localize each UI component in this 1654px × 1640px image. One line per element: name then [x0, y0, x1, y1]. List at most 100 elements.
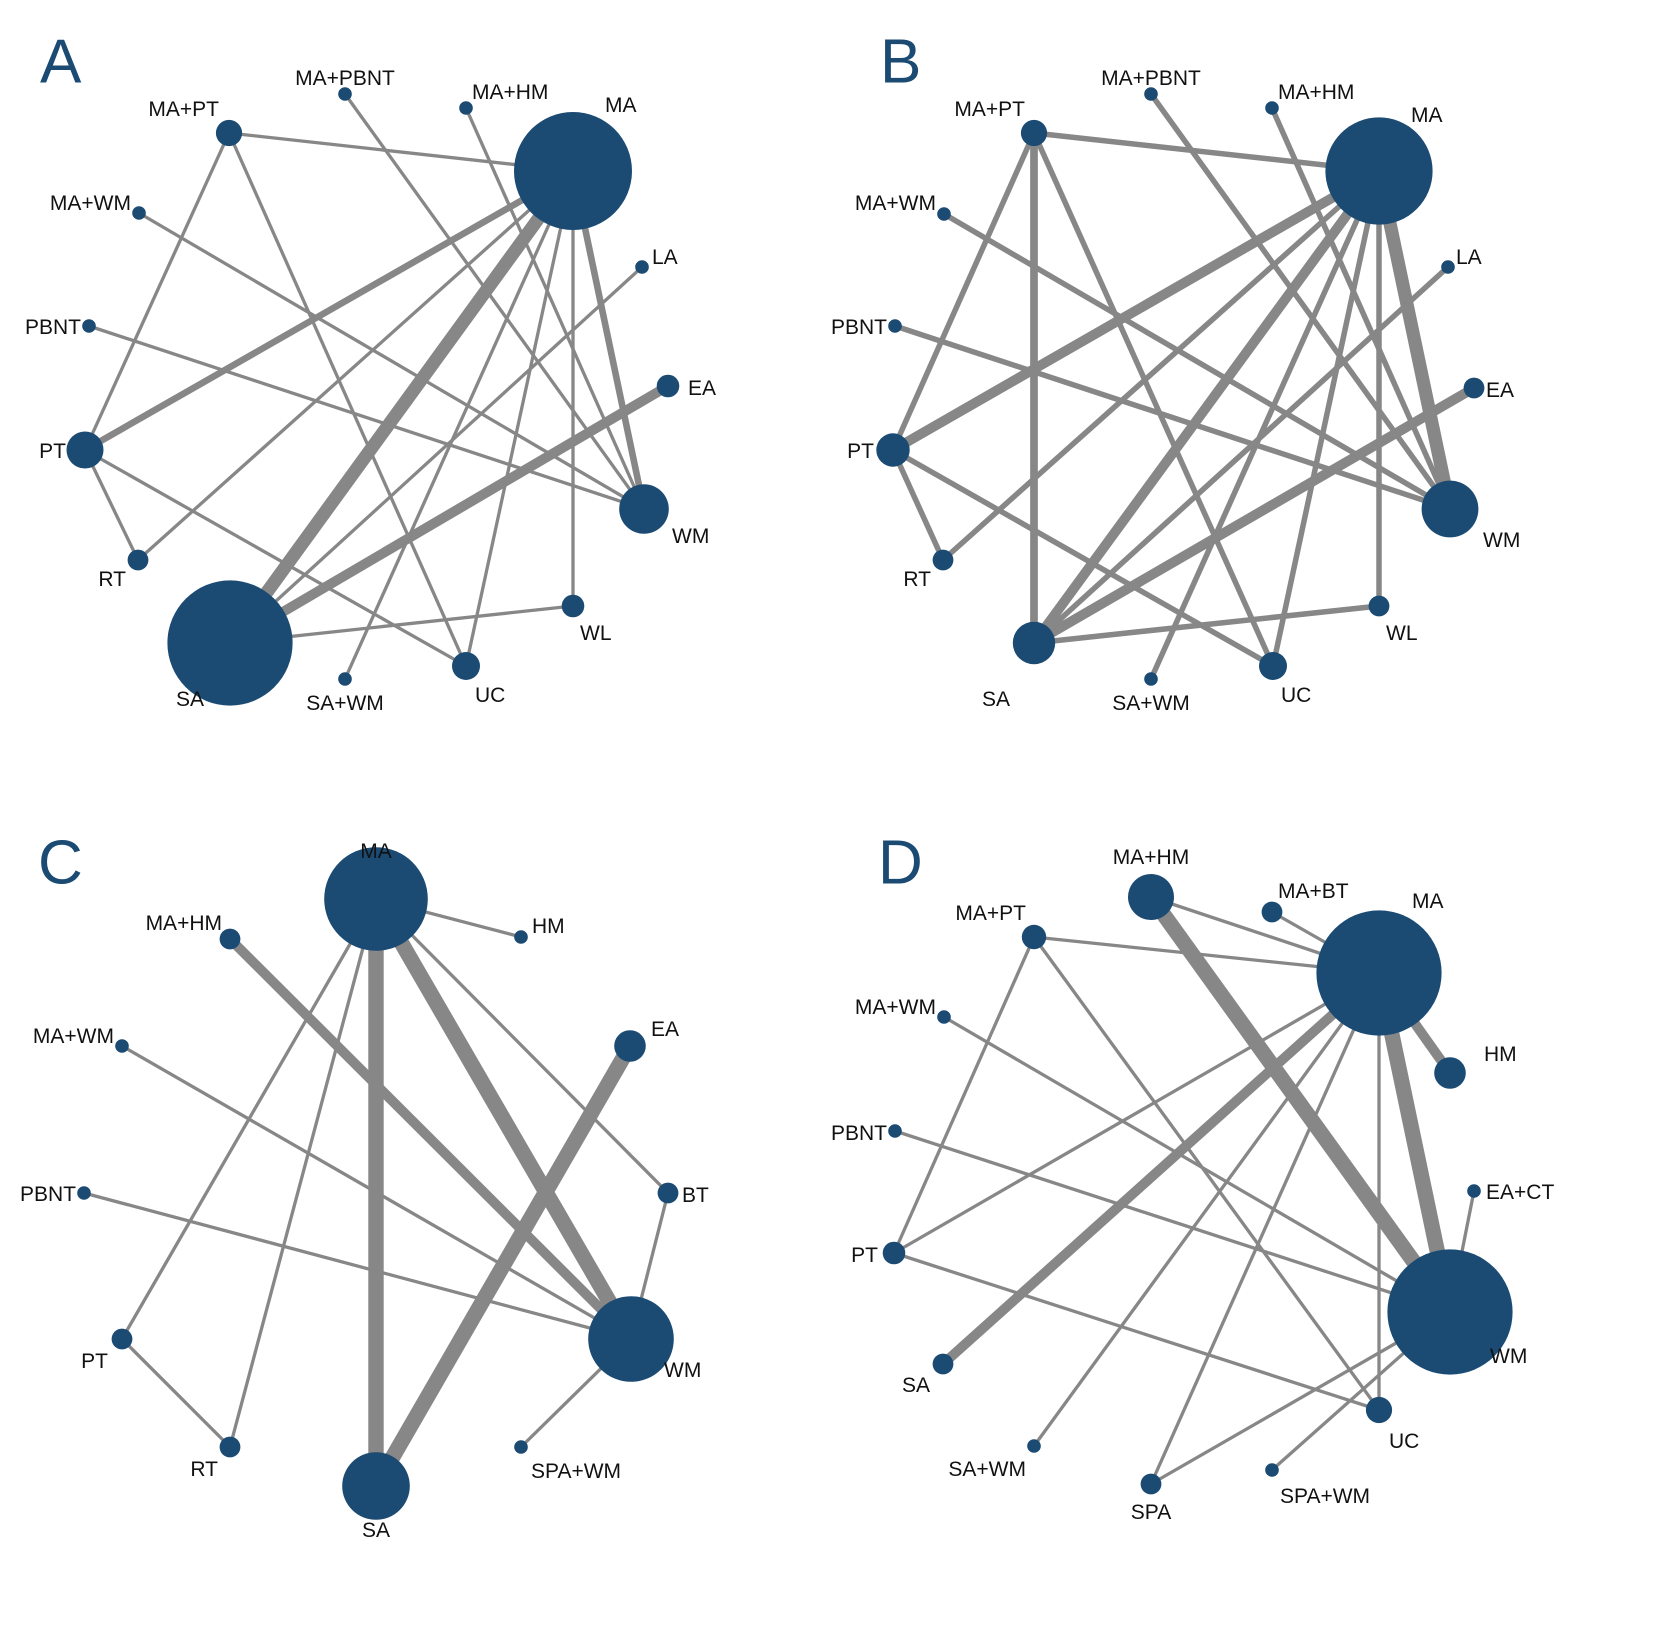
edge-ma-plus-wm-wm [942, 211, 1452, 512]
node-label-pt: PT [39, 440, 66, 463]
node-label-pbnt: PBNT [831, 1122, 887, 1145]
edge-ma-plus-pt-uc [1031, 131, 1276, 668]
node-label-ma-plus-wm: MA+WM [855, 996, 936, 1019]
nodes-d [882, 874, 1513, 1495]
node-ma-plus-pt [1021, 924, 1047, 950]
node-ma-plus-hm [1265, 101, 1279, 115]
node-label-hm: HM [1484, 1043, 1517, 1066]
node-label-ma: MA [605, 94, 637, 117]
node-label-wm: WM [1490, 1345, 1527, 1368]
node-uc [1259, 652, 1287, 680]
node-uc [452, 652, 480, 680]
node-ma [514, 112, 632, 230]
node-label-ea-plus-ct: EA+CT [1486, 1181, 1554, 1204]
node-pt [882, 1241, 906, 1265]
edges-c [83, 895, 670, 1490]
node-label-ma: MA [360, 840, 392, 863]
node-rt [932, 549, 954, 571]
node-label-pbnt: PBNT [25, 316, 81, 339]
node-spa [1140, 1473, 1162, 1495]
node-label-ma-plus-pbnt: MA+PBNT [1101, 67, 1201, 90]
edge-spa-ma [1149, 972, 1381, 1485]
node-label-ea: EA [688, 377, 716, 400]
edge-ma-plus-pt-pt [892, 936, 1036, 1254]
panel-letter-d: D [878, 829, 923, 898]
node-label-ma-plus-pt: MA+PT [148, 98, 219, 121]
node-sa [167, 580, 293, 706]
node-label-pt: PT [81, 1350, 108, 1373]
node-ma-plus-hm [1128, 874, 1174, 920]
node-sa-plus-wm [1144, 672, 1158, 686]
node-label-pt: PT [847, 440, 874, 463]
node-ma-plus-hm [219, 928, 241, 950]
node-label-spa-plus-wm: SPA+WM [1280, 1485, 1370, 1508]
node-ea [1463, 377, 1485, 399]
node-ma-plus-wm [937, 207, 951, 221]
node-label-ma-plus-hm: MA+HM [472, 81, 548, 104]
node-ma-plus-wm [937, 1010, 951, 1024]
node-label-ma-plus-pt: MA+PT [954, 98, 1025, 121]
edge-pt-uc [84, 448, 467, 668]
edge-ma-plus-hm-wm [1144, 892, 1457, 1317]
node-ea [656, 374, 680, 398]
node-label-spa-plus-wm: SPA+WM [531, 1460, 621, 1483]
node-label-uc: UC [475, 684, 505, 707]
node-label-ma: MA [1412, 890, 1444, 913]
node-label-hm: HM [532, 915, 565, 938]
edge-ma-bt [374, 897, 670, 1195]
node-label-ma-plus-pt: MA+PT [955, 902, 1026, 925]
node-ma-plus-pbnt [1144, 87, 1158, 101]
panel-d: DMAMA+BTMA+HMMA+PTMA+WMPBNTPTSASA+WMSPAS… [831, 829, 1554, 1525]
node-hm [514, 930, 528, 944]
edge-ma-pt [83, 168, 575, 453]
edge-pt-uc [891, 447, 1275, 669]
node-label-ma-plus-hm: MA+HM [1113, 846, 1189, 869]
node-ea [614, 1030, 646, 1062]
node-sa [932, 1353, 954, 1375]
edge-pbnt-wm [894, 323, 1451, 512]
edge-ma-plus-pt-uc [1032, 936, 1381, 1411]
panel-letter-a: A [40, 28, 82, 97]
edge-pt-rt [890, 448, 946, 562]
node-bt [657, 1182, 679, 1204]
node-ma-plus-wm [115, 1039, 129, 1053]
node-ma [1316, 910, 1442, 1036]
node-label-bt: BT [682, 1184, 709, 1207]
node-pbnt [77, 1186, 91, 1200]
node-wm [1421, 480, 1479, 538]
nodes-c [77, 847, 679, 1520]
node-label-sa-plus-wm: SA+WM [306, 692, 384, 715]
node-label-spa: SPA [1131, 1501, 1171, 1524]
edge-ma-plus-pbnt-wm [1148, 92, 1453, 511]
node-label-wl: WL [580, 622, 612, 645]
node-pbnt [888, 1124, 902, 1138]
edge-sa-ea [1031, 383, 1477, 648]
node-wl [1368, 595, 1390, 617]
edge-ma-sa-plus-wm [1148, 169, 1382, 681]
edge-ma-plus-wm-wm [121, 1044, 632, 1341]
node-label-uc: UC [1389, 1430, 1419, 1453]
edge-pt-ma [893, 971, 1380, 1255]
edge-ma-uc [1270, 170, 1382, 667]
nodes-b [876, 87, 1485, 686]
node-wl [561, 594, 585, 618]
node-label-ea: EA [1486, 379, 1514, 402]
node-label-ma-plus-wm: MA+WM [50, 192, 131, 215]
edge-ma-ma-plus-pt [1033, 130, 1380, 174]
edge-pbnt-wm [88, 324, 645, 511]
node-label-wl: WL [1386, 622, 1418, 645]
node-sa [1012, 621, 1056, 665]
node-ma-plus-pbnt [338, 87, 352, 101]
node-label-pbnt: PBNT [20, 1183, 76, 1206]
edge-sa-wl [1033, 603, 1380, 646]
node-label-la: LA [652, 246, 678, 269]
node-label-ma-plus-wm: MA+WM [855, 192, 936, 215]
node-ma [1325, 117, 1433, 225]
node-ma-plus-pt [1020, 119, 1048, 147]
edge-pt-rt [120, 1337, 232, 1449]
node-label-sa: SA [176, 688, 204, 711]
